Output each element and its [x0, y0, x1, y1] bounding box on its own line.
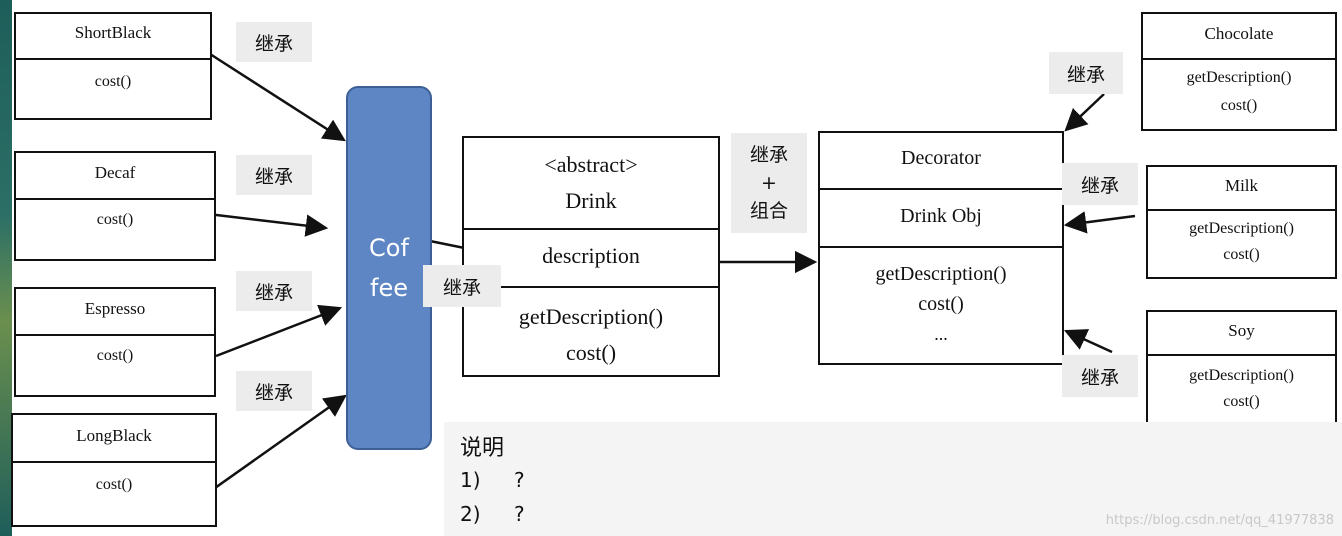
watermark: https://blog.csdn.net/qq_41977838 — [1105, 513, 1334, 528]
note-item-1-text: ? — [514, 468, 525, 492]
method-getdescription: getDescription() — [1189, 220, 1294, 237]
inherit-label: 继承 — [236, 22, 312, 62]
coffee-line2: fee — [370, 274, 408, 302]
inherit-label: 继承 — [1062, 355, 1138, 397]
arrow-soy-decorator — [1063, 329, 1113, 354]
decaf-box: Decaf cost() — [14, 151, 216, 261]
inherit-label: 继承 — [236, 155, 312, 195]
drink-stereotype: <abstract> — [544, 152, 638, 177]
note-item-1-num: 1) — [460, 468, 481, 492]
soy-box: Soy getDescription() cost() — [1146, 310, 1337, 426]
drink-abstract-box: <abstract> Drink description getDescript… — [462, 136, 720, 377]
class-name: Milk — [1224, 176, 1259, 195]
inherit-compose-line1: 继承 — [749, 144, 788, 166]
coffee-class: Cof fee — [346, 86, 432, 450]
note-title: 说明 — [460, 436, 505, 461]
class-name: Soy — [1228, 321, 1255, 340]
note-item-2-text: ? — [514, 502, 525, 526]
decorator-method-ellipsis: ... — [934, 324, 948, 344]
class-name: Chocolate — [1204, 24, 1274, 43]
method-cost: cost() — [95, 476, 133, 493]
drink-name: Drink — [565, 188, 617, 213]
note-item-2-num: 2) — [460, 502, 481, 526]
class-name: LongBlack — [76, 426, 152, 445]
coffee-line1: Cof — [369, 234, 409, 262]
decorator-box: Decorator Drink Obj getDescription() cos… — [818, 131, 1064, 365]
method-cost: cost() — [96, 211, 134, 228]
arrow-shortblack-coffee — [209, 52, 346, 142]
drink-method-cost: cost() — [565, 340, 617, 365]
inherit-label: 继承 — [236, 271, 312, 311]
arrow-decaf-coffee — [207, 212, 329, 237]
drink-method-getdescription: getDescription() — [518, 304, 664, 329]
class-name: ShortBlack — [74, 23, 152, 42]
inherit-compose-line3: 组合 — [749, 200, 788, 222]
decorator-field: Drink Obj — [900, 205, 982, 227]
inherit-compose-label: 继承 + 组合 — [731, 133, 807, 233]
arrow-chocolate-decorator — [1064, 93, 1105, 132]
drink-field: description — [542, 243, 640, 268]
arrow-longblack-coffee — [197, 394, 347, 502]
milk-box: Milk getDescription() cost() — [1146, 165, 1337, 279]
method-cost: cost() — [96, 347, 134, 364]
espresso-box: Espresso cost() — [14, 287, 216, 397]
note-panel: 说明 1) ? 2) ? — [444, 422, 1342, 536]
shortblack-box: ShortBlack cost() — [14, 12, 212, 120]
chocolate-box: Chocolate getDescription() cost() — [1141, 12, 1337, 131]
longblack-box: LongBlack cost() — [11, 413, 217, 527]
method-cost: cost() — [1220, 97, 1258, 114]
class-name: Espresso — [84, 299, 146, 318]
inherit-label: 继承 — [1062, 163, 1138, 205]
method-getdescription: getDescription() — [1186, 69, 1292, 86]
method-getdescription: getDescription() — [1189, 367, 1294, 384]
method-cost: cost() — [1223, 246, 1260, 263]
arrow-espresso-coffee — [215, 304, 343, 358]
decorator-name: Decorator — [901, 147, 981, 169]
method-cost: cost() — [1223, 393, 1260, 410]
decorator-method-cost: cost() — [918, 293, 964, 315]
decorator-method-getdescription: getDescription() — [875, 263, 1007, 285]
inherit-label: 继承 — [1049, 52, 1123, 94]
inherit-compose-line2: + — [761, 172, 777, 194]
left-edge-strip — [0, 0, 12, 536]
class-name: Decaf — [94, 163, 136, 182]
inherit-label: 继承 — [423, 265, 501, 307]
method-cost: cost() — [94, 73, 132, 90]
arrow-milk-decorator — [1063, 211, 1136, 234]
inherit-label: 继承 — [236, 371, 312, 411]
